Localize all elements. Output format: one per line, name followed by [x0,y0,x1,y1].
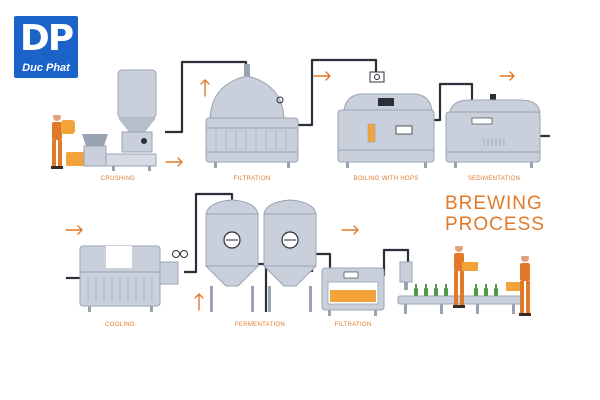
fermentation-tank [204,199,260,312]
pipe-cooler-to-fermenter [184,192,234,274]
pipe-tun-to-kettle [298,58,378,127]
pipe-kettle-to-tank [430,82,474,122]
worker-with-crate [506,253,531,316]
grain-sack [61,120,75,134]
gauge-icon [374,74,380,80]
flow-arrows [65,71,515,311]
worker-with-crate [453,243,478,308]
beer-filter [321,267,385,316]
label-filtration-bottom: FILTRATION [334,322,372,328]
label-boiling-with-hops: BOILING WITH HOPS [353,176,419,182]
arrow-icon [194,293,204,311]
label-crushing: CRUSHING [100,176,136,182]
arrow-icon [65,225,83,235]
label-fermentation: FERMENTATION [234,322,286,328]
gauge-icon [180,250,188,258]
gauge-icon [172,250,180,258]
arrow-icon [200,79,210,97]
gauge-icon [276,96,284,104]
bottle-crate [462,262,478,271]
bottle-crate [506,282,520,291]
pipe-between-fermenters [256,262,268,312]
logo-caption: Duc Phat [22,62,70,74]
fermentation-tank [262,199,318,312]
label-sedimentation: SEDIMENTATION [467,176,521,182]
worker-carrying-sack [51,112,75,169]
label-filtration-top: FILTRATION [233,176,271,182]
crusher-machine [82,69,157,171]
title-line-1: BREWING [445,193,543,214]
arrow-icon [313,71,331,81]
worker-body [52,122,62,140]
cooling-unit [79,245,188,312]
arrow-icon [341,225,359,235]
grain-hopper [117,69,157,119]
arrow-icon [499,71,515,81]
grain-sack [66,152,84,166]
pipe-filter-to-filler [382,248,410,276]
logo-letters: DP [19,18,74,59]
label-cooling: COOLING [105,322,135,328]
duc-phat-logo: DP Duc Phat [14,16,78,78]
boiling-kettle [337,71,435,168]
sedimentation-tank [445,94,541,168]
arrow-icon [165,157,183,167]
title-line-2: PROCESS [445,214,545,235]
lauter-tun [205,64,299,168]
